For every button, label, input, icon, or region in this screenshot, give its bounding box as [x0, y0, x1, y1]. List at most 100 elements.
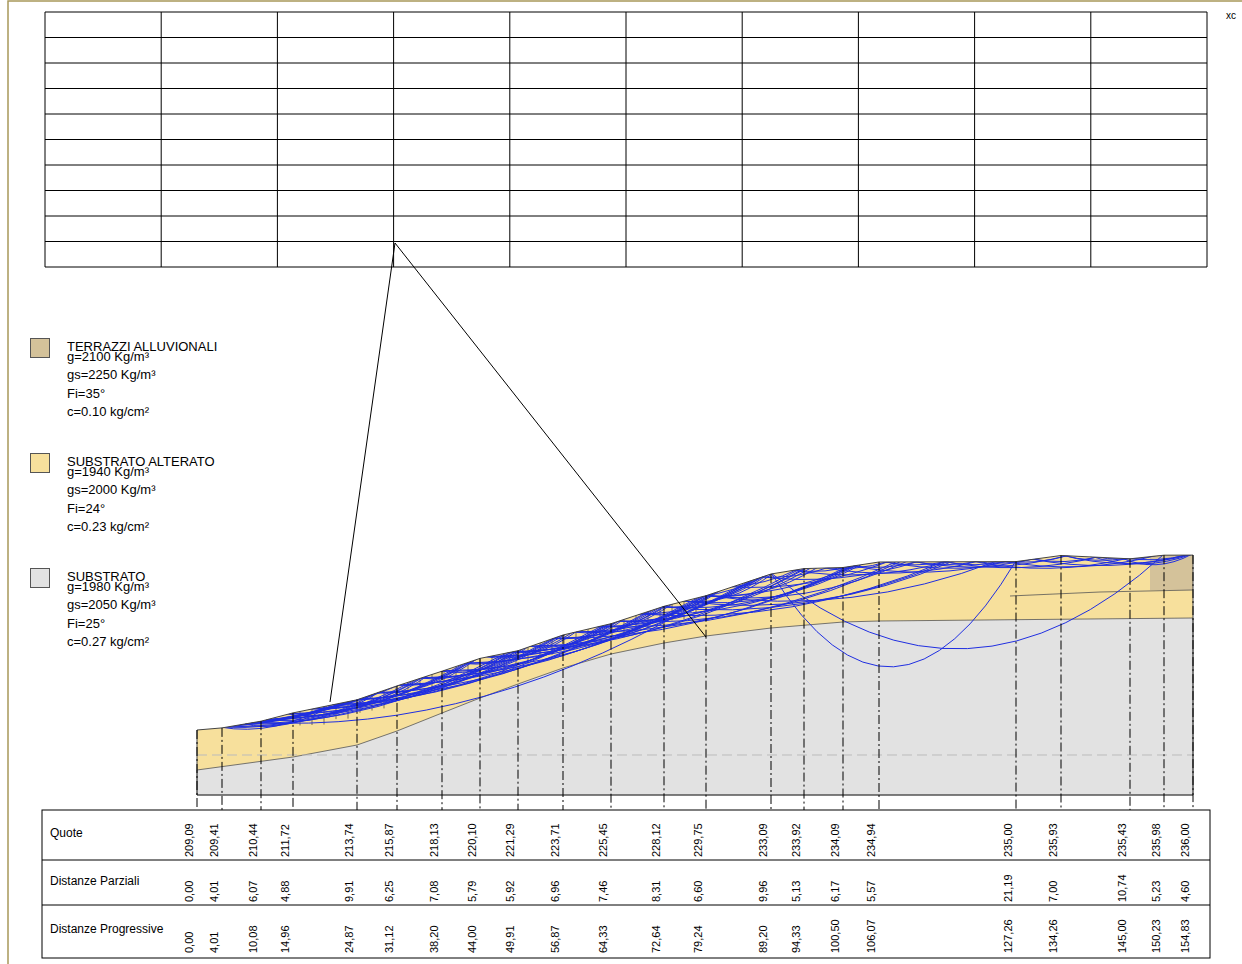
page-border: [8, 1, 1242, 964]
table-value: 127,26: [1002, 919, 1015, 953]
table-value: 5,92: [504, 881, 517, 902]
table-value: 49,91: [504, 925, 517, 953]
axis-label: xc: [1226, 10, 1236, 22]
legend-text: SUBSTRATO: [67, 569, 145, 585]
table-value: 213,74: [343, 823, 356, 857]
table-value: 235,98: [1150, 823, 1163, 857]
leader-line: [330, 243, 706, 702]
table-value: 236,00: [1179, 823, 1192, 857]
table-value: 235,00: [1002, 823, 1015, 857]
table-value: 10,74: [1116, 874, 1129, 902]
station-line: [1193, 555, 1194, 810]
table-value: 14,96: [279, 925, 292, 953]
station-line: [480, 658, 481, 810]
station-line: [518, 651, 519, 810]
row-header: Quote: [50, 826, 83, 840]
material-parameter: gs=2050 Kg/m³: [67, 597, 156, 613]
table-value: 210,44: [247, 823, 260, 857]
station-line: [664, 606, 665, 810]
material-parameter: c=0.10 kg/cm²: [67, 404, 149, 420]
table-value: 6,17: [829, 881, 842, 902]
layer-boundary: [1010, 590, 1193, 596]
table-value: 150,23: [1150, 919, 1163, 953]
table-value: 228,12: [650, 823, 663, 857]
table-value: 4,88: [279, 881, 292, 902]
table-value: 89,20: [757, 925, 770, 953]
table-value: 8,31: [650, 881, 663, 902]
table-value: 6,60: [692, 881, 705, 902]
table-value: 38,20: [428, 925, 441, 953]
table-value: 79,24: [692, 925, 705, 953]
station-line: [771, 574, 772, 810]
station-line: [1016, 562, 1017, 810]
station-line: [1061, 556, 1062, 811]
station-line: [804, 569, 805, 810]
table-value: 221,29: [504, 823, 517, 857]
table-value: 9,96: [757, 881, 770, 902]
table-value: 6,96: [549, 881, 562, 902]
table-value: 44,00: [466, 925, 479, 953]
table-value: 0,00: [183, 881, 196, 902]
row-header: Distanze Parziali: [50, 874, 139, 888]
table-value: 31,12: [383, 925, 396, 953]
material-parameter: Fi=35°: [67, 386, 105, 402]
station-line: [261, 721, 262, 810]
table-value: 234,94: [865, 823, 878, 857]
station-line: [706, 596, 707, 810]
table-value: 6,25: [383, 881, 396, 902]
station-line: [879, 562, 880, 810]
table-value: 223,71: [549, 823, 562, 857]
station-line: [1130, 559, 1131, 810]
station-line: [222, 728, 223, 810]
table-value: 64,33: [597, 925, 610, 953]
ground-profile: [197, 555, 1193, 730]
table-value: 6,07: [247, 881, 260, 902]
table-value: 225,45: [597, 823, 610, 857]
legend-swatch: [30, 338, 50, 358]
table-value: 56,87: [549, 925, 562, 953]
table-value: 209,09: [183, 823, 196, 857]
table-value: 7,00: [1047, 881, 1060, 902]
table-value: 234,09: [829, 823, 842, 857]
altered-layer: [197, 555, 1193, 795]
legend-text: TERRAZZI ALLUVIONALI: [67, 339, 217, 355]
table-value: 100,50: [829, 919, 842, 953]
table-value: 209,41: [208, 823, 221, 857]
table-value: 7,08: [428, 881, 441, 902]
material-parameter: Fi=24°: [67, 501, 105, 517]
profile-table: [42, 810, 1210, 958]
table-value: 215,87: [383, 823, 396, 857]
table-value: 4,01: [208, 932, 221, 953]
table-value: 106,07: [865, 919, 878, 953]
table-value: 5,57: [865, 881, 878, 902]
station-line: [197, 730, 198, 810]
station-line: [397, 686, 398, 810]
station-line: [293, 713, 294, 810]
station-line: [1164, 555, 1165, 810]
table-value: 233,92: [790, 823, 803, 857]
table-value: 5,23: [1150, 881, 1163, 902]
table-value: 7,46: [597, 881, 610, 902]
row-header: Distanze Progressive: [50, 922, 163, 936]
table-value: 72,64: [650, 925, 663, 953]
water-line: [197, 755, 1193, 756]
table-value: 4,60: [1179, 881, 1192, 902]
table-value: 220,10: [466, 823, 479, 857]
table-value: 235,93: [1047, 823, 1060, 857]
legend-swatch: [30, 568, 50, 588]
station-line: [442, 671, 443, 810]
table-value: 218,13: [428, 823, 441, 857]
table-value: 21,19: [1002, 874, 1015, 902]
table-value: 145,00: [1116, 919, 1129, 953]
table-value: 5,79: [466, 881, 479, 902]
table-value: 233,09: [757, 823, 770, 857]
table-value: 229,75: [692, 823, 705, 857]
station-line: [843, 568, 844, 811]
material-parameter: gs=2250 Kg/m³: [67, 367, 156, 383]
plan-grid: [45, 12, 1207, 267]
table-value: 0,00: [183, 932, 196, 953]
material-parameter: c=0.27 kg/cm²: [67, 634, 149, 650]
material-parameter: c=0.23 kg/cm²: [67, 519, 149, 535]
table-value: 10,08: [247, 925, 260, 953]
